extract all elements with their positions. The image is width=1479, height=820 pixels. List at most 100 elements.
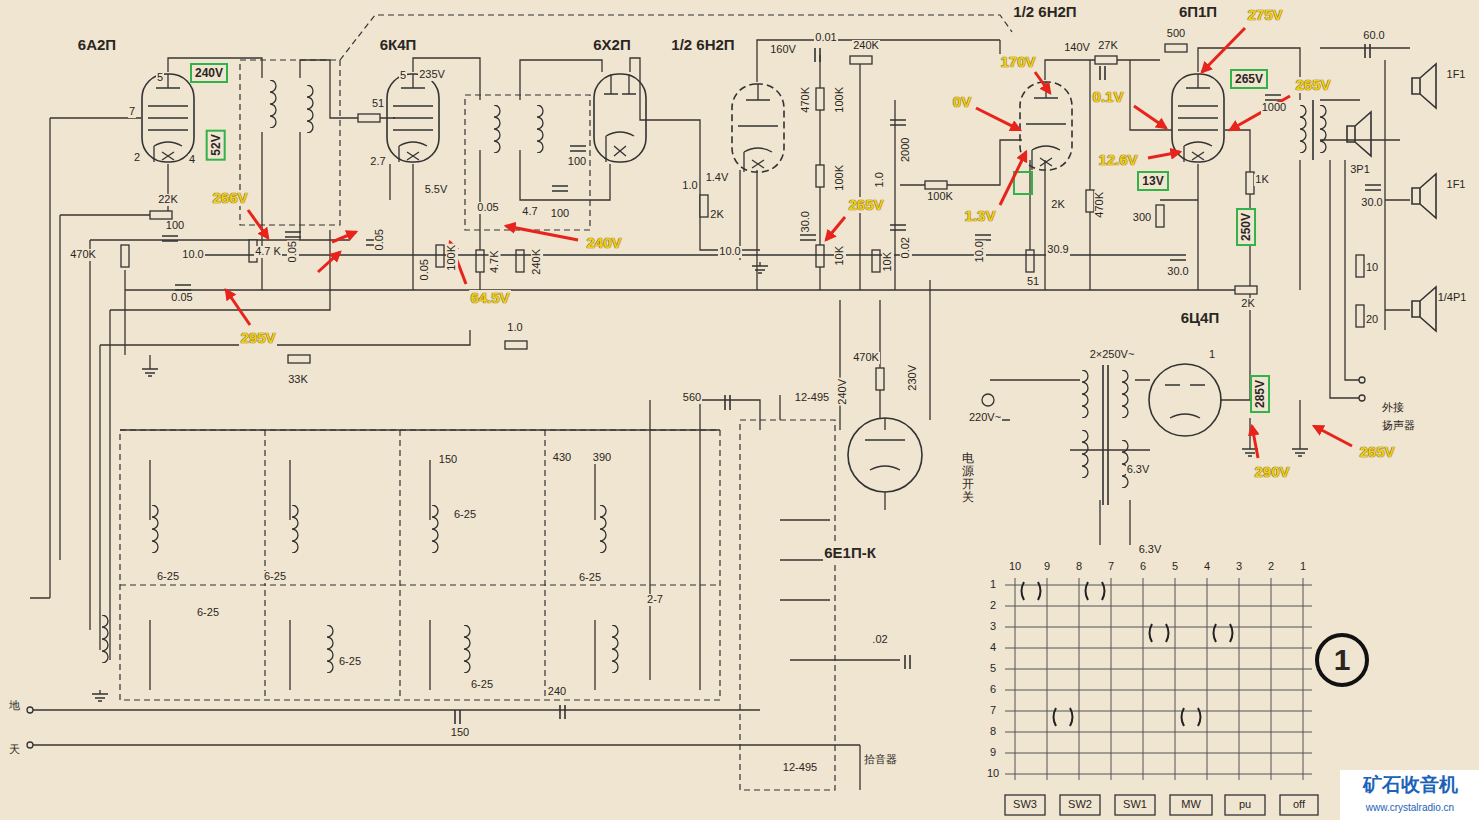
component-value: 51 bbox=[1026, 276, 1040, 288]
component-value: 1/4P1 bbox=[1437, 292, 1468, 304]
component-value: 2×250V~ bbox=[1089, 349, 1136, 361]
speaker-symbol bbox=[1412, 64, 1436, 108]
ground-symbol bbox=[752, 262, 768, 273]
component-value: 10.0 bbox=[974, 240, 986, 263]
ground-symbol bbox=[92, 690, 108, 701]
component-value: 2 bbox=[1267, 561, 1275, 573]
component-value: 1.4V bbox=[705, 172, 730, 184]
component-value: 9 bbox=[989, 747, 997, 759]
component-value: 2 bbox=[989, 600, 997, 612]
callout-arrows bbox=[226, 28, 1352, 458]
component-value: 470K bbox=[800, 86, 812, 114]
coil-symbol bbox=[494, 105, 500, 153]
callout-arrow bbox=[332, 232, 356, 242]
triode-symbol bbox=[732, 84, 784, 172]
measured-voltage: 170V bbox=[999, 54, 1036, 70]
measured-voltage: 12.6V bbox=[1097, 152, 1138, 168]
resistor-symbol bbox=[872, 250, 880, 272]
component-value: 240 bbox=[547, 686, 567, 698]
component-value: 30.0 bbox=[800, 210, 812, 233]
component-value: 6-25 bbox=[453, 509, 477, 521]
component-value: 240V bbox=[837, 378, 849, 406]
component-value: 6.3V bbox=[1138, 544, 1163, 556]
component-value: 1F1 bbox=[1446, 69, 1467, 81]
component-value: 1.0 bbox=[874, 171, 886, 188]
component-value: 560 bbox=[682, 392, 702, 404]
callout-arrow bbox=[1000, 152, 1026, 205]
component-value: 30.0 bbox=[1360, 197, 1383, 209]
component-value: 100 bbox=[550, 208, 570, 220]
component-value: 7 bbox=[128, 106, 136, 118]
component-value: 12-495 bbox=[782, 762, 818, 774]
speakers bbox=[1347, 64, 1436, 331]
component-value: 拾音器 bbox=[863, 754, 898, 766]
component-value: 0.05 bbox=[476, 202, 499, 214]
component-value: 430 bbox=[552, 452, 572, 464]
coil-symbol bbox=[152, 505, 158, 553]
component-value: 2K bbox=[1240, 298, 1255, 310]
component-value: 扬声器 bbox=[1381, 420, 1416, 432]
shield-outlines bbox=[120, 15, 1012, 790]
component-value: 0.05 bbox=[374, 228, 386, 251]
component-value: 100K bbox=[834, 86, 846, 114]
tube-label: 6Е1П-К bbox=[823, 545, 877, 561]
coil-symbol bbox=[600, 505, 606, 553]
switch-position-boxes bbox=[1005, 795, 1318, 815]
speaker-symbol bbox=[1347, 112, 1371, 156]
component-value: 60.0 bbox=[1362, 30, 1385, 42]
component-value: 10.0 bbox=[181, 249, 204, 261]
component-value: 5 bbox=[989, 663, 997, 675]
component-value: 1F1 bbox=[1446, 179, 1467, 191]
ground-symbol bbox=[1292, 445, 1308, 456]
resistor-symbol bbox=[1095, 56, 1117, 64]
component-value: 1 bbox=[989, 579, 997, 591]
component-value: 2.7 bbox=[369, 156, 386, 168]
diode-tube-symbol bbox=[594, 74, 646, 162]
transformer-winding bbox=[1082, 370, 1088, 418]
resistor-symbol bbox=[516, 250, 524, 272]
component-value: 2K bbox=[709, 209, 724, 221]
coil-symbol bbox=[464, 625, 470, 673]
callout-arrow bbox=[318, 252, 340, 272]
resistor-symbol bbox=[816, 245, 824, 267]
tubes bbox=[142, 74, 1224, 492]
component-value: 6.3V bbox=[1126, 464, 1151, 476]
measured-voltage: 265V bbox=[847, 197, 884, 213]
component-value: 6-25 bbox=[263, 571, 287, 583]
component-value: 4.7 K bbox=[254, 246, 282, 258]
component-value: 6-25 bbox=[470, 679, 494, 691]
voltage-box: 265V bbox=[1230, 69, 1268, 89]
voltage-box: 285V bbox=[1250, 375, 1270, 413]
component-value: 4 bbox=[1203, 561, 1211, 573]
measured-voltage: 265V bbox=[1294, 77, 1331, 93]
component-value: 300 bbox=[1132, 212, 1152, 224]
component-value: 2K bbox=[1050, 199, 1065, 211]
tube-label: 1/2 6Н2П bbox=[670, 37, 735, 53]
transformer-winding bbox=[1122, 370, 1128, 418]
rectifier-electrodes bbox=[1165, 385, 1205, 418]
component-value: 220V~ bbox=[968, 412, 1002, 424]
resistor-symbol bbox=[1235, 286, 1257, 294]
component-value: 5.5V bbox=[424, 184, 449, 196]
position-box bbox=[1115, 795, 1155, 815]
voltage-text: 265V bbox=[1235, 72, 1263, 86]
callout-arrow bbox=[976, 108, 1020, 130]
component-value: 230V bbox=[907, 364, 919, 392]
component-value: 0.01 bbox=[814, 32, 837, 44]
position-box bbox=[1225, 795, 1265, 815]
component-value: 100 bbox=[567, 156, 587, 168]
measured-voltage: 1.3V bbox=[964, 208, 997, 224]
coil-symbol bbox=[270, 80, 276, 128]
voltage-box: 250V bbox=[1236, 208, 1256, 246]
switch-matrix bbox=[1005, 578, 1312, 780]
measured-voltage: 64.5V bbox=[469, 290, 510, 306]
component-value: 235V bbox=[418, 69, 446, 81]
component-value: 8 bbox=[1075, 561, 1083, 573]
resistors bbox=[121, 44, 1364, 390]
callout-arrow bbox=[1252, 426, 1258, 458]
callout-arrow bbox=[1202, 28, 1245, 72]
coil-symbol bbox=[307, 85, 313, 133]
resistor-symbol bbox=[816, 88, 824, 110]
terminal bbox=[27, 707, 33, 713]
